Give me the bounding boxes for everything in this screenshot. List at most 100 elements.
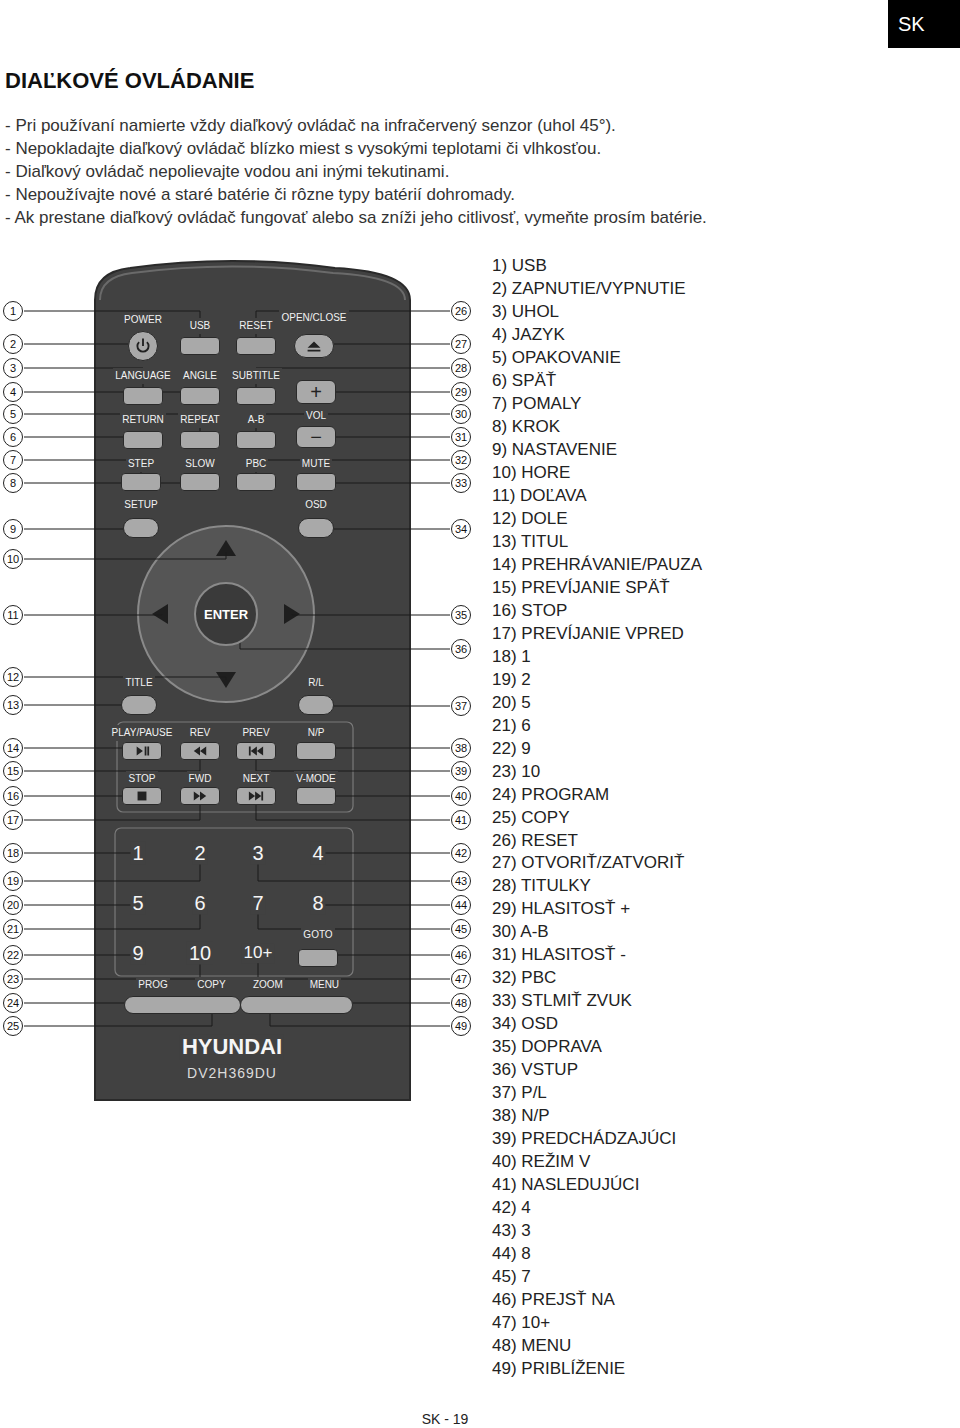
leader-line (316, 437, 450, 438)
callout-number: 10 (3, 549, 23, 569)
button-list-item: 11) DOĽAVA (492, 486, 586, 506)
digit-key: 2 (192, 842, 207, 865)
digit-key: 10+ (242, 943, 275, 963)
button-label: GOTO (301, 927, 334, 943)
leader-line (258, 953, 450, 979)
button-label: STOP (126, 771, 157, 787)
leader-line (316, 392, 450, 393)
button-symbol (237, 743, 275, 759)
button-list-item: 37) P/L (492, 1083, 547, 1103)
button-list-item: 42) 4 (492, 1198, 531, 1218)
callout-number: 23 (3, 969, 23, 989)
callout-number: 38 (451, 738, 471, 758)
remote-button: A-B (236, 412, 276, 449)
button-shape (124, 996, 241, 1014)
remote-button: FWD (180, 771, 220, 805)
button-list-item: 14) PREHRÁVANIE/PAUZA (492, 555, 702, 575)
button-shape (123, 518, 159, 538)
callout-number: 47 (451, 969, 471, 989)
remote-button: OPEN/CLOSE (273, 310, 354, 358)
button-list-item: 24) PROGRAM (492, 785, 609, 805)
button-list-item: 47) 10+ (492, 1313, 550, 1333)
leader-line (24, 392, 200, 396)
callout-number: 48 (451, 993, 471, 1013)
callout-number: 16 (3, 786, 23, 806)
button-list-item: 28) TITULKY (492, 877, 591, 897)
callout-number: 31 (451, 427, 471, 447)
remote-button: GOTO (295, 927, 340, 967)
digit-key: 7 (250, 892, 265, 915)
remote-button: POWER (116, 312, 170, 361)
leader-line (256, 751, 450, 771)
button-label: ANGLE (181, 368, 219, 384)
leader-line (24, 614, 162, 615)
button-list-item: 17) PREVÍJANIE VPRED (492, 624, 684, 644)
remote-button: STOP (120, 771, 163, 805)
button-list-item: 31) HLASITOSŤ - (492, 946, 626, 966)
callout-number: 3 (3, 358, 23, 378)
button-list-item: 2) ZAPNUTIE/VYPNUTIE (492, 279, 686, 299)
callout-number: 9 (3, 519, 23, 539)
callout-number: 36 (451, 639, 471, 659)
button-list-item: 1) USB (492, 256, 547, 276)
model-number: DV2H369DU (185, 1065, 279, 1081)
callout-number: 19 (3, 871, 23, 891)
button-list-item: 36) VSTUP (492, 1061, 578, 1081)
button-list-item: 5) OPAKOVANIE (492, 348, 621, 368)
callout-number: 4 (3, 382, 23, 402)
leader-line (24, 751, 200, 771)
callout-number: 13 (3, 695, 23, 715)
leader-line (24, 953, 200, 979)
brand-logo: HYUNDAI (180, 1034, 284, 1059)
callout-number: 24 (3, 993, 23, 1013)
button-list-item: 4) JAZYK (492, 325, 565, 345)
button-label: RETURN (120, 412, 166, 428)
callout-number: 42 (451, 843, 471, 863)
button-shape (296, 473, 336, 491)
remote-button: ANGLE (175, 368, 225, 405)
arrow-left (152, 604, 168, 624)
button-list-item: 43) 3 (492, 1221, 531, 1241)
leader-line (24, 482, 200, 483)
remote-button: TITLE (117, 675, 160, 715)
callout-number: 45 (451, 919, 471, 939)
button-list-item: 3) UHOL (492, 302, 559, 322)
button-list-item: 34) OSD (492, 1015, 558, 1035)
button-shape (180, 431, 220, 449)
button-shape (180, 387, 220, 405)
remote-button: LANGUAGE (107, 368, 179, 405)
button-label: PBC (244, 456, 269, 472)
digit-key: 5 (130, 892, 145, 915)
callout-number: 15 (3, 761, 23, 781)
page-title: DIAĽKOVÉ OVLÁDANIE (5, 68, 254, 94)
button-shape (122, 787, 162, 805)
button-shape (236, 387, 276, 405)
button-list-item: 22) 9 (492, 739, 531, 759)
button-shape (180, 337, 220, 355)
leader-line (24, 796, 200, 820)
button-shape (123, 387, 163, 405)
callout-number: 40 (451, 786, 471, 806)
callout-number: 14 (3, 738, 23, 758)
button-list-item: 40) REŽIM V (492, 1152, 590, 1172)
button-shape (180, 473, 220, 491)
button-label: PLAY/PAUSE (110, 725, 175, 741)
button-label: SETUP (122, 497, 159, 513)
leader-line (316, 796, 450, 797)
leader-line (24, 344, 143, 346)
button-shape (298, 949, 338, 967)
button-label: MENU (308, 977, 341, 993)
leader-line (256, 311, 450, 346)
button-list-item: 46) PREJSŤ NA (492, 1290, 615, 1310)
leader-line (24, 903, 200, 929)
button-label: MUTE (300, 456, 332, 472)
leader-line (24, 903, 138, 905)
number-region (115, 828, 353, 976)
button-shape (240, 996, 353, 1014)
leader-line (24, 311, 200, 346)
callout-number: 8 (3, 473, 23, 493)
leader-line (240, 640, 450, 649)
button-list-item: 27) OTVORIŤ/ZATVORIŤ (492, 854, 684, 874)
callout-number: 21 (3, 919, 23, 939)
leader-line (316, 748, 450, 751)
